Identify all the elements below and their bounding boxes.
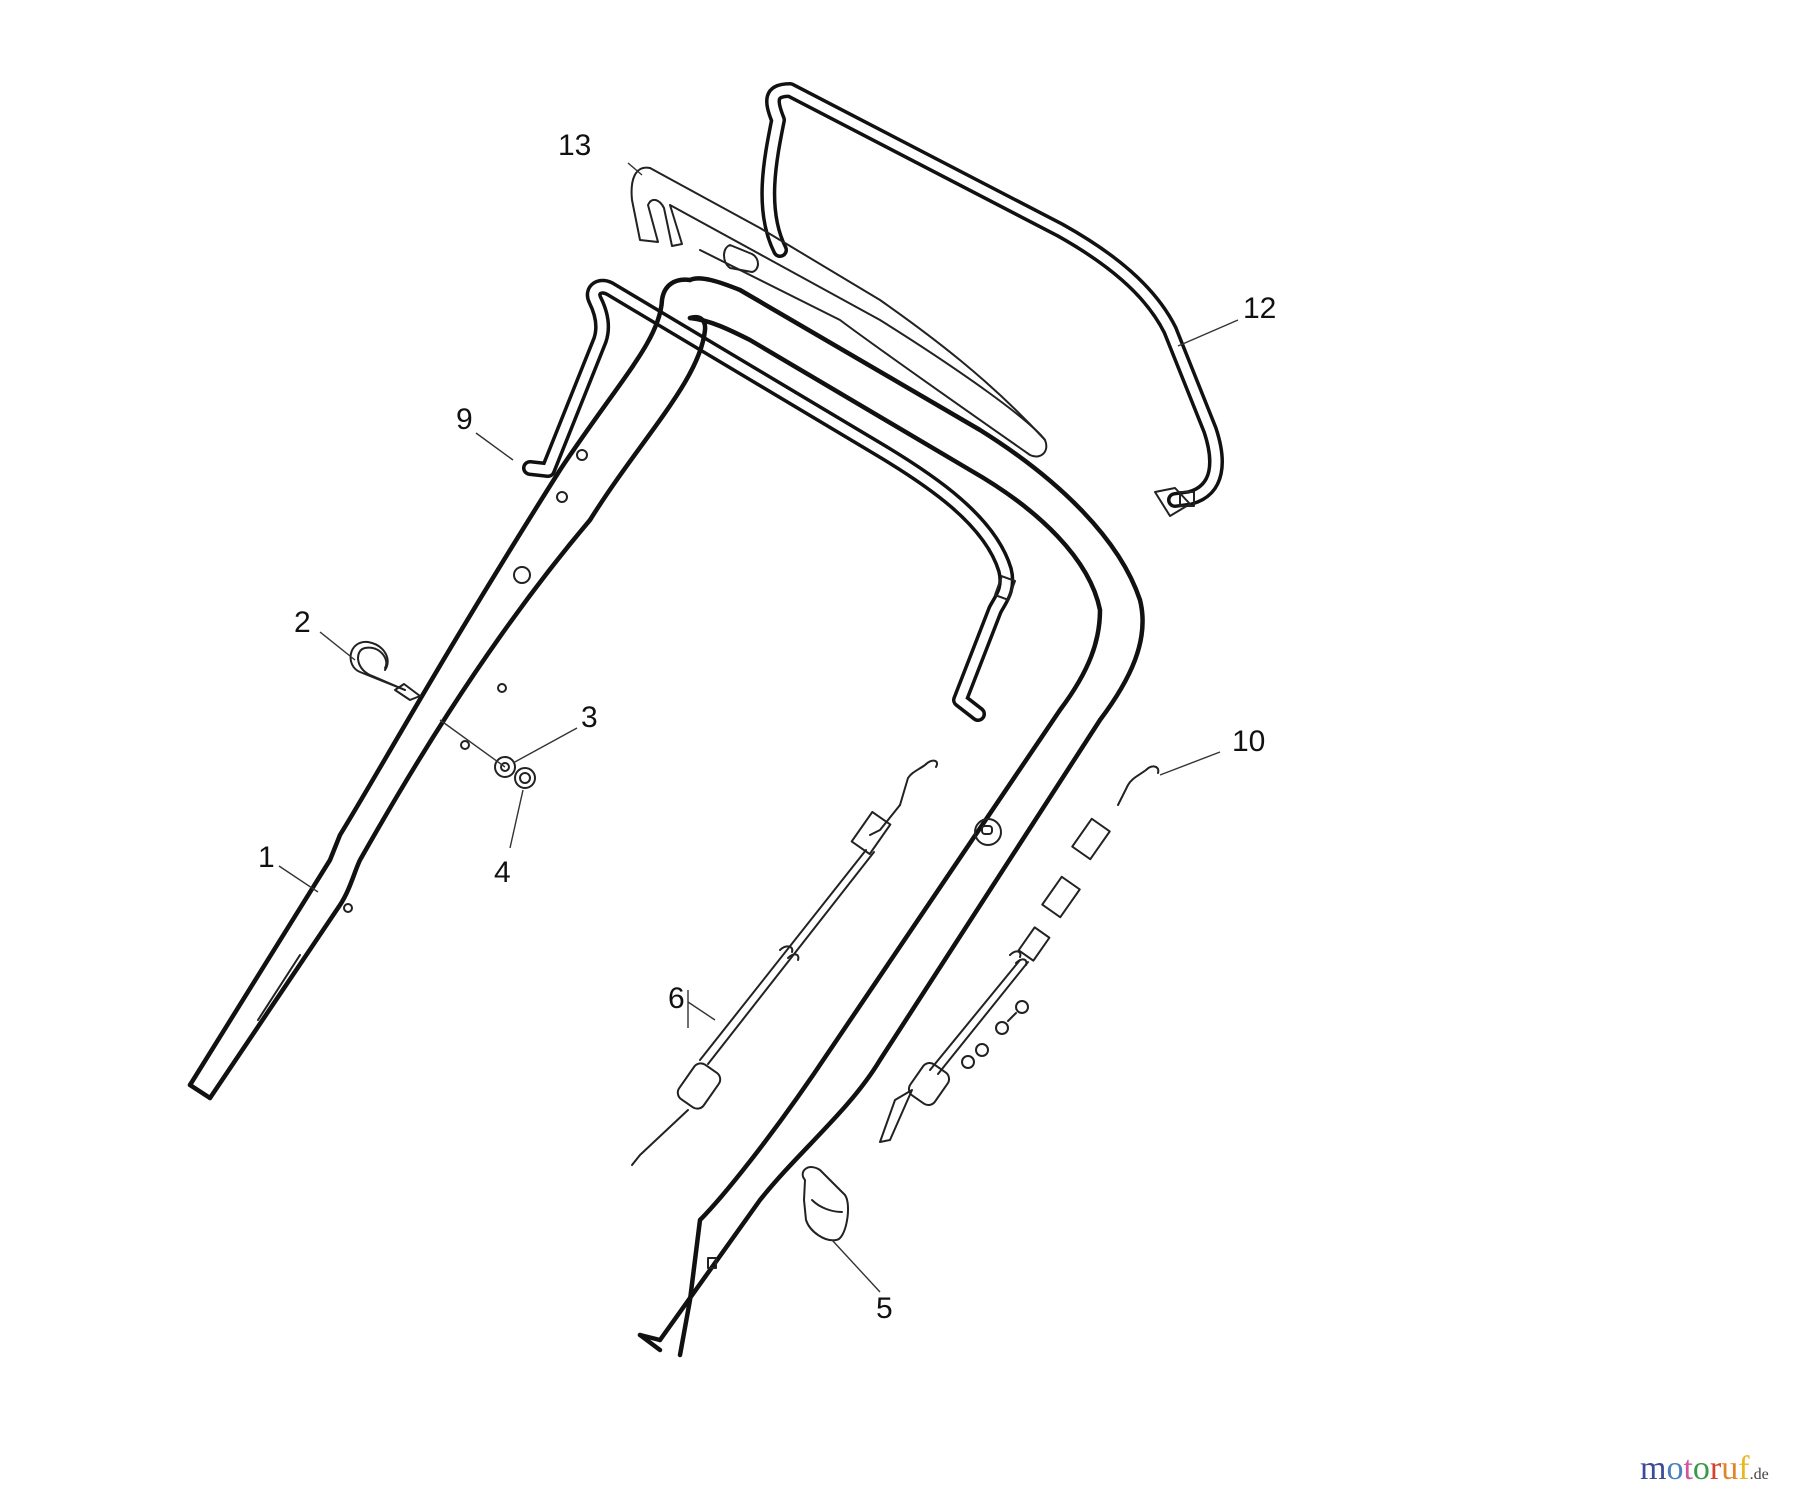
part-label-6: 6 [668,982,685,1015]
motoruf-watermark-logo: motoruf.de [1640,1452,1769,1486]
part-label-1: 1 [258,841,275,874]
part-label-4: 4 [494,856,511,889]
control-cable-6 [631,759,938,1166]
drive-control-bar-12 [760,82,1224,517]
leader-lines [278,162,1239,1293]
nut-4 [514,767,536,789]
watermark-letter: o [1666,1450,1684,1487]
control-bar-9 [522,278,1016,722]
watermark-letter: m [1640,1450,1667,1487]
watermark-letter: u [1721,1450,1739,1487]
part-label-12: 12 [1243,292,1277,325]
part-label-2: 2 [294,606,311,639]
washer-3 [494,756,516,778]
watermark-letter: f [1738,1450,1750,1487]
part-label-5: 5 [876,1292,893,1325]
watermark-letter: r [1709,1450,1722,1487]
part-label-3: 3 [581,701,598,734]
grip-cover-13 [630,166,1048,458]
part-label-10: 10 [1232,725,1266,758]
watermark-suffix: .de [1749,1466,1769,1483]
handle-frame-1 [187,276,1145,1358]
part-label-13: 13 [558,129,592,162]
watermark-letter: o [1692,1450,1710,1487]
hook-bolt-2 [349,640,421,701]
cable-clip-5 [801,1166,849,1242]
part-label-9: 9 [456,403,473,436]
drive-cable-10 [879,765,1160,1143]
watermark-letter: t [1683,1450,1693,1487]
